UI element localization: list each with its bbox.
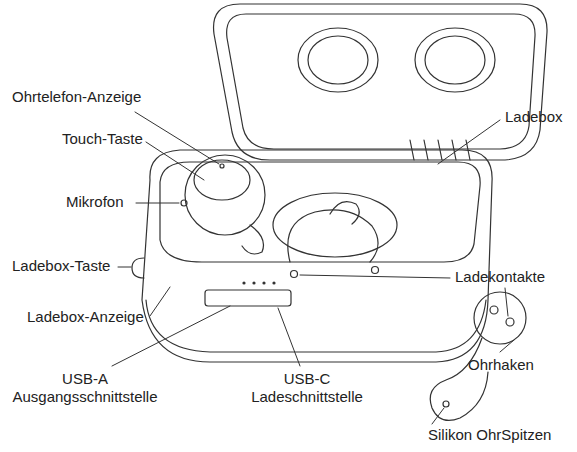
callout-label: Ohrtelefon-Anzeige [12,88,141,106]
cavity [273,193,397,257]
lid-recess [298,28,378,92]
touch-button [194,160,250,200]
ear-hook-left [242,225,264,254]
callout-label: USB-A Ausgangsschnittstelle [5,370,165,406]
callout-label: Touch-Taste [62,130,143,148]
earbud-loose [474,292,526,344]
case-rim [160,162,480,262]
case-body [142,150,492,362]
callout-label: Silikon OhrSpitzen [428,426,551,444]
microphone [181,200,187,206]
lid [214,4,548,160]
charging-contact [291,271,298,278]
callout-label: Ladebox-Taste [12,257,110,275]
leader-lines [112,112,514,424]
ear-tip-hole [443,401,449,407]
callout-label: Ladebox [505,108,563,126]
charging-contact [490,306,498,314]
callout-label: USB-C Ladeschnittstelle [232,370,382,406]
lid-recess [425,36,485,84]
callout-label: Mikrofon [66,193,124,211]
lid-recess [415,28,495,92]
earbud-left [185,155,265,235]
callout-label: Ladekontakte [455,268,545,286]
charging-contact [506,318,514,326]
callout-label: Ladebox-Anzeige [27,308,144,326]
case-front-edge [146,300,486,352]
usb-a-port [205,290,291,306]
ear-tip [430,338,488,420]
lid-inner [227,14,535,149]
ear-hook-right [330,202,359,224]
callout-label: Ohrhaken [468,356,534,374]
case-button [132,258,144,278]
lid-recess [308,36,368,84]
indicator-dots [242,281,275,284]
earbud-indicator [220,164,224,168]
earbud-right [288,210,378,262]
charging-contact [372,267,379,274]
